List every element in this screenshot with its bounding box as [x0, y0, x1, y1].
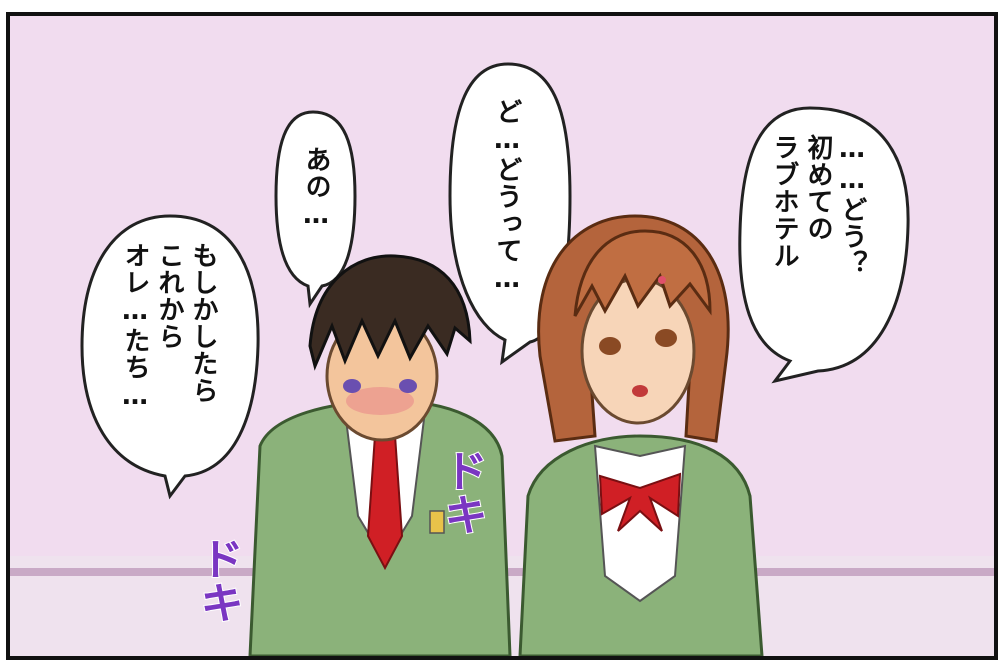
girl-eye-right	[655, 329, 677, 347]
sfx-doki-upper: ドキ	[435, 447, 488, 537]
boy-character	[248, 254, 512, 656]
girl-ribbon	[598, 472, 682, 532]
manga-panel: ……どう？ 初めての ラブホテル ど…どうって… あの… もしかしたら これから…	[6, 12, 998, 660]
dialogue-bubble-small-text: あの…	[301, 146, 331, 231]
speech-bubble-center	[448, 62, 572, 366]
speech-bubble-right	[738, 106, 910, 384]
girl-mouth	[632, 385, 648, 397]
boy-eye-left	[343, 379, 361, 393]
speech-bubble-left	[80, 214, 260, 500]
girl-bangs	[573, 229, 712, 317]
girl-character	[518, 214, 764, 656]
boy-blush	[346, 387, 414, 415]
panel-artwork	[10, 62, 994, 656]
dialogue-bubble-right-text: ……どう？ 初めての ラブホテル	[769, 134, 867, 277]
girl-hairpin	[658, 276, 666, 284]
speech-bubble-small	[274, 110, 357, 309]
dialogue-bubble-center-text: ど…どうって…	[492, 98, 522, 295]
girl-eye-left	[599, 337, 621, 355]
boy-hair	[308, 254, 472, 371]
boy-badge	[429, 510, 445, 534]
dialogue-bubble-left-text: もしかしたら これから オレ…たち…	[120, 242, 218, 412]
sfx-doki-lower: ドキ	[191, 535, 244, 625]
boy-eye-right	[399, 379, 417, 393]
girl-blouse	[593, 444, 687, 603]
